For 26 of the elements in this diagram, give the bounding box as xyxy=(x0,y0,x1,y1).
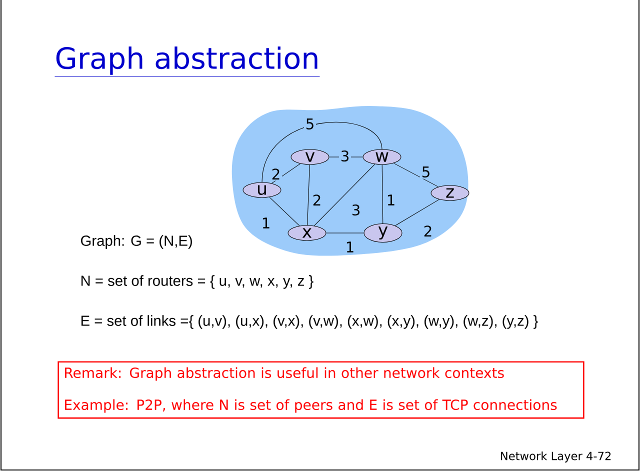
link-line xyxy=(326,232,364,234)
link-line xyxy=(314,164,376,226)
edge-label: 2 xyxy=(270,167,282,181)
link-line xyxy=(307,164,310,226)
edge-label: 5 xyxy=(304,117,316,131)
edge-label: 1 xyxy=(344,240,356,254)
definition-text: Graph: G = (N,E) xyxy=(81,235,192,249)
link-line xyxy=(271,163,301,184)
edge-label: 2 xyxy=(311,193,323,207)
definition-text: E = set of links ={ (u,v), (u,x), (v,x), (v,w), (x,w), (x,y), (w,y), (w,z), (y,z) } xyxy=(81,315,538,329)
edge-label: 1 xyxy=(385,193,397,207)
link-line xyxy=(382,164,384,224)
remark-box: Remark: Graph abstraction is useful in other network contexts Example: P2P, where N is set of peers and E is set of TCP connections xyxy=(58,361,584,419)
definition-text: N = set of routers = { u, v, w, x, y, z } xyxy=(81,275,314,289)
footer-text: Network Layer 4-72 xyxy=(501,452,611,462)
edge-label: 1 xyxy=(260,216,272,230)
edge-label: 3 xyxy=(339,149,351,163)
link-line xyxy=(269,196,300,226)
edge-label: 2 xyxy=(422,224,434,238)
link-line xyxy=(395,199,440,226)
edge-label: 3 xyxy=(350,203,362,217)
link-line xyxy=(329,156,363,158)
link-line xyxy=(393,162,439,188)
edge-label: 5 xyxy=(420,165,432,179)
title: Graph abstraction xyxy=(54,46,320,77)
link-line xyxy=(262,122,382,182)
